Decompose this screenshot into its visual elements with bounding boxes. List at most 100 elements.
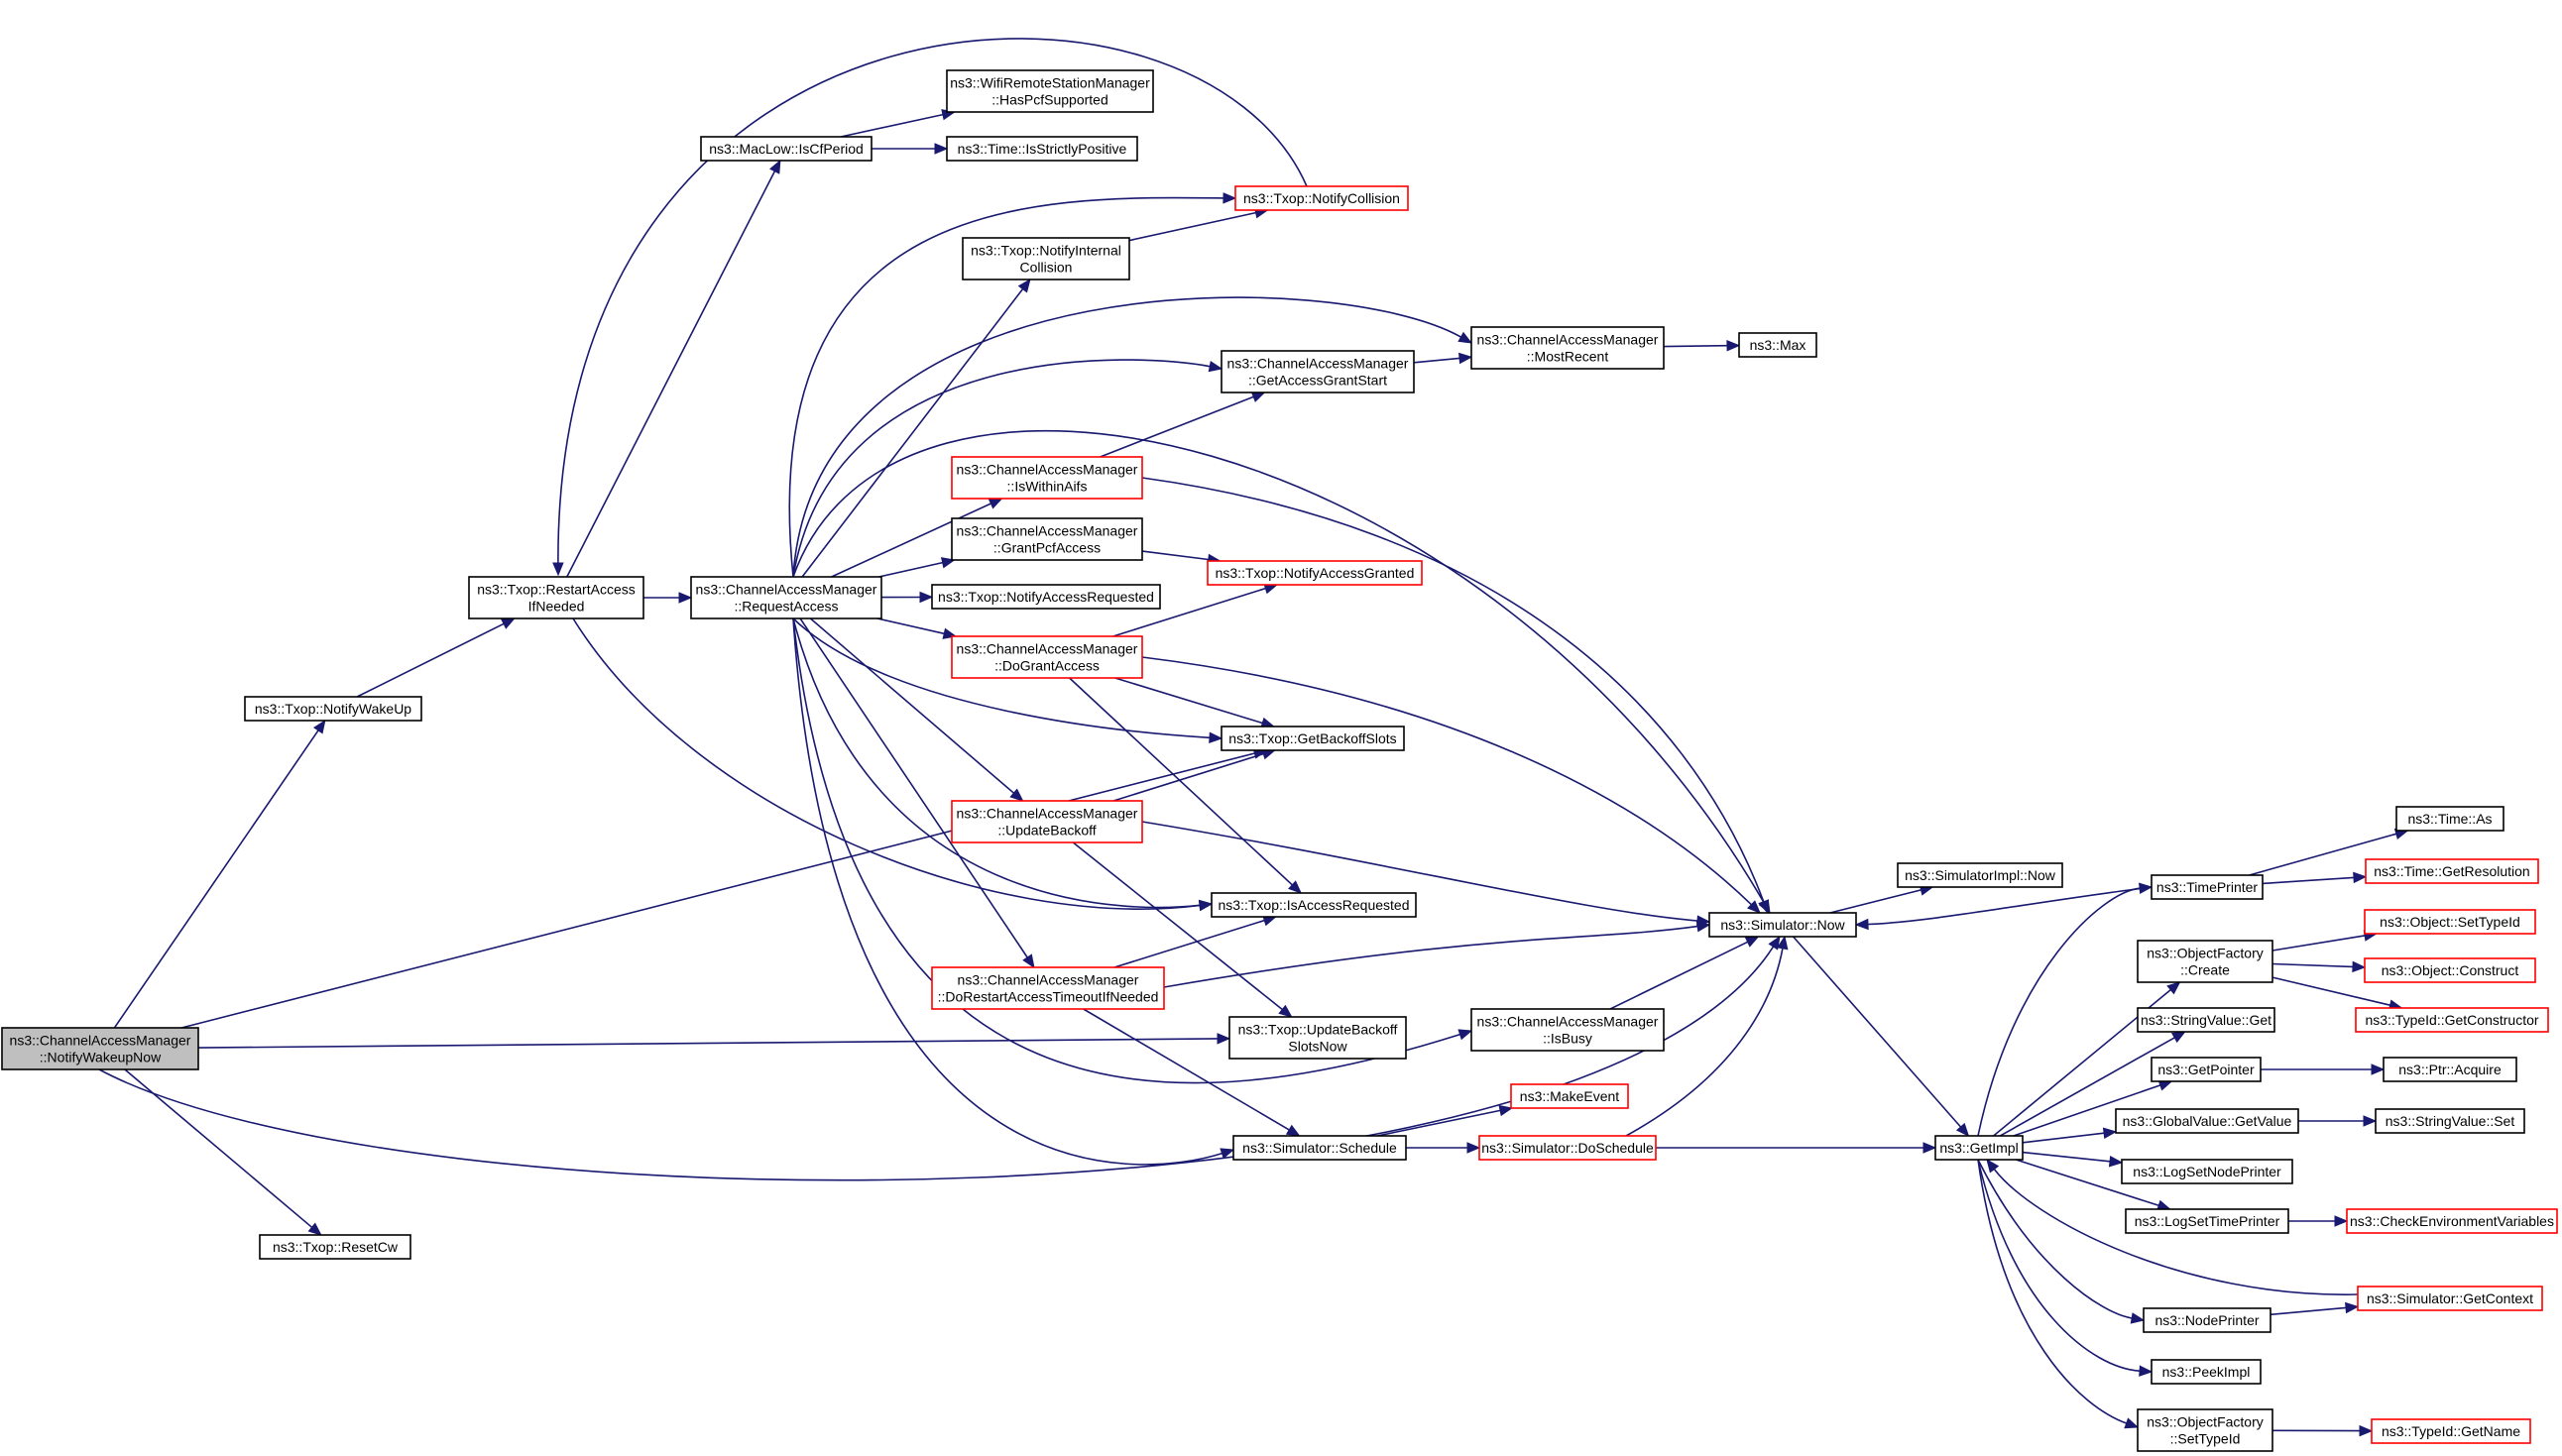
node-grantpcf[interactable]: ns3::ChannelAccessManager::GrantPcfAcces…	[951, 517, 1143, 561]
node-box	[1470, 326, 1665, 370]
edge-n_reqaccess-to-n_dorestart	[799, 617, 1035, 969]
node-accessgranted[interactable]: ns3::Txop::NotifyAccessGranted	[1207, 560, 1423, 586]
edge-path	[878, 561, 943, 578]
edge-path	[1072, 841, 1283, 1011]
node-getname[interactable]: ns3::TypeId::GetName	[2371, 1418, 2531, 1444]
arrowhead-icon	[934, 143, 949, 155]
node-strget[interactable]: ns3::StringValue::Get	[2137, 1007, 2275, 1033]
edge-n_dogrant-to-n_backoffslots	[1114, 677, 1276, 728]
node-strictpos[interactable]: ns3::Time::IsStrictlyPositive	[946, 136, 1138, 162]
node-nodeprinter[interactable]: ns3::NodePrinter	[2143, 1307, 2271, 1333]
edge-path	[792, 617, 1201, 909]
arrowhead-icon	[2139, 1365, 2154, 1377]
node-getimpl[interactable]: ns3::GetImpl	[1934, 1135, 2024, 1161]
node-lognode[interactable]: ns3::LogSetNodePrinter	[2121, 1159, 2293, 1184]
arrowhead-icon	[1744, 936, 1760, 948]
node-gvget[interactable]: ns3::GlobalValue::GetValue	[2115, 1108, 2299, 1134]
node-dorestart[interactable]: ns3::ChannelAccessManager::DoRestartAcce…	[931, 966, 1165, 1010]
node-label: ns3::ChannelAccessManager	[957, 462, 1138, 478]
edge-path	[1141, 656, 1752, 906]
node-backoffslots[interactable]: ns3::Txop::GetBackoffSlots	[1221, 726, 1405, 751]
node-timeas[interactable]: ns3::Time::As	[2395, 806, 2504, 832]
edge-path	[792, 296, 1461, 578]
node-checkenv[interactable]: ns3::CheckEnvironmentVariables	[2346, 1208, 2558, 1234]
edge-path	[1163, 925, 1698, 988]
edge-n_maclow-to-n_haspcf	[840, 109, 956, 138]
node-settypeid[interactable]: ns3::Object::SetTypeId	[2364, 909, 2536, 935]
node-getcontext[interactable]: ns3::Simulator::GetContext	[2357, 1286, 2543, 1311]
arrowhead-icon	[2130, 1312, 2146, 1324]
edge-n_timeprinter-to-n_getres	[2262, 871, 2368, 885]
edge-path	[792, 617, 1460, 1084]
node-isbusy[interactable]: ns3::ChannelAccessManager::IsBusy	[1470, 1008, 1665, 1052]
node-implnow[interactable]: ns3::SimulatorImpl::Now	[1897, 862, 2063, 888]
arrowhead-icon	[1498, 1104, 1514, 1117]
node-acquire[interactable]: ns3::Ptr::Acquire	[2383, 1057, 2517, 1082]
node-label: ::UpdateBackoff	[997, 823, 1096, 839]
node-schedule[interactable]: ns3::Simulator::Schedule	[1232, 1135, 1407, 1161]
edge-path	[1377, 1109, 1501, 1137]
node-label: ns3::ChannelAccessManager	[1477, 332, 1659, 348]
node-notifywakeup[interactable]: ns3::Txop::NotifyWakeUp	[244, 696, 422, 722]
node-ofcreate[interactable]: ns3::ObjectFactory::Create	[2137, 940, 2273, 983]
node-root[interactable]: ns3::ChannelAccessManager::NotifyWakeupN…	[1, 1027, 199, 1070]
node-strset[interactable]: ns3::StringValue::Set	[2375, 1108, 2525, 1134]
node-updbackoff[interactable]: ns3::ChannelAccessManager::UpdateBackoff	[951, 800, 1143, 843]
edge-n_now-to-n_getimpl	[1792, 936, 1970, 1137]
node-box	[946, 136, 1138, 162]
node-max[interactable]: ns3::Max	[1738, 332, 1817, 358]
node-doschedule[interactable]: ns3::Simulator::DoSchedule	[1478, 1135, 1657, 1161]
node-reqaccess[interactable]: ns3::ChannelAccessManager::RequestAccess	[690, 576, 882, 619]
node-timeprinter[interactable]: ns3::TimePrinter	[2151, 874, 2264, 900]
node-label: ns3::StringValue::Get	[2141, 1012, 2271, 1028]
node-accessreq[interactable]: ns3::Txop::NotifyAccessRequested	[931, 584, 1161, 610]
arrowhead-icon	[2352, 960, 2367, 973]
edge-path	[2271, 976, 2390, 1006]
node-getpointer[interactable]: ns3::GetPointer	[2151, 1057, 2262, 1082]
node-construct[interactable]: ns3::Object::Construct	[2364, 957, 2536, 983]
arrowhead-icon	[2345, 1301, 2360, 1314]
node-box	[2151, 874, 2264, 900]
node-haspcf[interactable]: ns3::WifiRemoteStationManager::HasPcfSup…	[946, 69, 1154, 113]
node-label: ns3::ChannelAccessManager	[1477, 1014, 1659, 1030]
node-maclow[interactable]: ns3::MacLow::IsCfPeriod	[700, 136, 873, 162]
edge-path	[792, 359, 1211, 578]
node-getctor[interactable]: ns3::TypeId::GetConstructor	[2355, 1007, 2549, 1033]
node-getgrant[interactable]: ns3::ChannelAccessManager::GetAccessGran…	[1221, 350, 1415, 393]
node-label: ::DoRestartAccessTimeoutIfNeeded	[938, 989, 1159, 1005]
node-isaccessreq[interactable]: ns3::Txop::IsAccessRequested	[1211, 892, 1417, 918]
edge-path	[572, 617, 1201, 910]
node-box	[2137, 1408, 2273, 1452]
node-resetcw[interactable]: ns3::Txop::ResetCw	[259, 1234, 411, 1260]
node-collision[interactable]: ns3::Txop::NotifyCollision	[1234, 185, 1409, 211]
node-box	[1221, 726, 1405, 751]
node-logtime[interactable]: ns3::LogSetTimePrinter	[2125, 1208, 2289, 1234]
node-box	[1478, 1135, 1657, 1161]
node-dogrant[interactable]: ns3::ChannelAccessManager::DoGrantAccess	[951, 635, 1143, 679]
node-ofsettypeid[interactable]: ns3::ObjectFactory::SetTypeId	[2137, 1408, 2273, 1452]
node-makeevent[interactable]: ns3::MakeEvent	[1510, 1083, 1629, 1109]
node-now[interactable]: ns3::Simulator::Now	[1708, 912, 1857, 938]
arrowhead-icon	[769, 159, 781, 174]
edge-path	[1141, 550, 1209, 561]
node-withinaifs[interactable]: ns3::ChannelAccessManager::IsWithinAifs	[951, 456, 1143, 500]
node-peekimpl[interactable]: ns3::PeekImpl	[2151, 1359, 2262, 1385]
node-box	[2371, 1418, 2531, 1444]
node-box	[2364, 909, 2536, 935]
edge-path	[180, 752, 1255, 1029]
node-label: ::GetAccessGrantStart	[1248, 373, 1387, 389]
node-label: ::DoGrantAccess	[994, 658, 1100, 674]
node-box	[2365, 858, 2539, 884]
node-box	[2151, 1359, 2262, 1385]
arrowhead-icon	[1695, 921, 1711, 933]
node-box	[2137, 940, 2273, 983]
edge-path	[1663, 344, 1728, 348]
node-getres[interactable]: ns3::Time::GetResolution	[2365, 858, 2539, 884]
node-box	[1738, 332, 1817, 358]
node-mostrecent[interactable]: ns3::ChannelAccessManager::MostRecent	[1470, 326, 1665, 370]
arrowhead-icon	[2170, 1031, 2186, 1044]
